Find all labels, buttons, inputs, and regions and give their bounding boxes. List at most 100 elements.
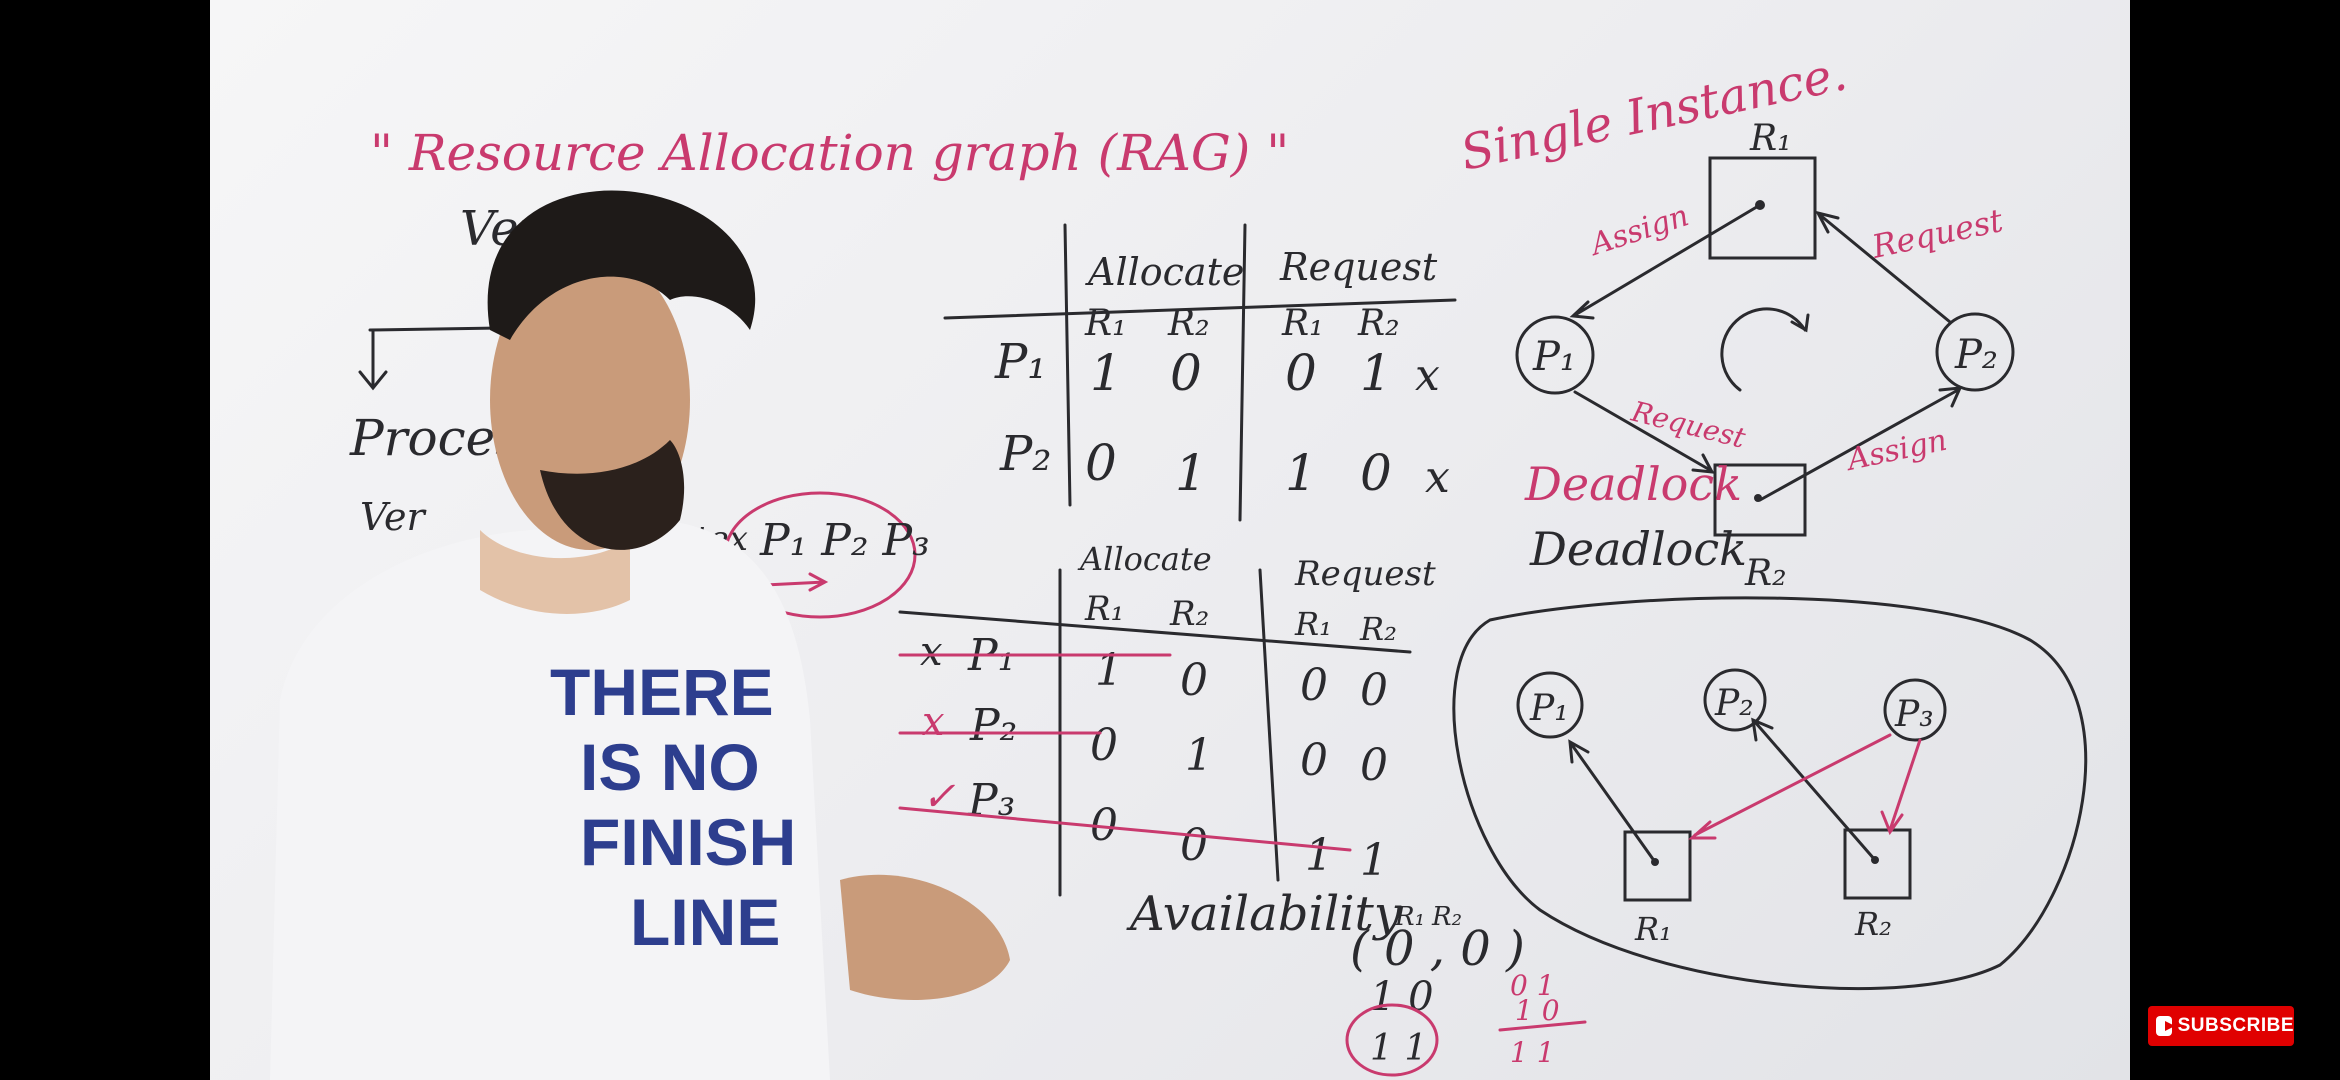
svg-text:1: 1: [1360, 835, 1388, 886]
table2-r1-a: R₁: [1084, 589, 1124, 629]
avail-r1: R₁: [1394, 902, 1425, 932]
side-top: 0 1: [1510, 969, 1555, 1002]
tree-arrow: [358, 328, 388, 391]
svg-text:P₂: P₂: [969, 700, 1017, 751]
svg-text:0: 0: [1180, 655, 1208, 706]
svg-text:1: 1: [1095, 645, 1123, 696]
svg-text:0: 0: [1285, 344, 1317, 402]
single-instance-label: Single Instance.: [1456, 45, 1852, 181]
vertex-fragment-3: tex: [695, 519, 748, 559]
g1-r2-label: R₂: [1744, 553, 1787, 594]
table1-row-p2: P₂ 0 1 1 0 x: [999, 426, 1450, 503]
whiteboard: " Resource Allocation graph (RAG) " Ver …: [210, 0, 2130, 1080]
g1-p1-label: P₁: [1532, 334, 1576, 380]
svg-text:P₂: P₂: [999, 426, 1052, 482]
table2-row-p3: ✓ P₃ 0 0 1 1: [898, 774, 1388, 886]
table2-request: Request: [1294, 554, 1436, 594]
table2-r1-q: R₁: [1294, 605, 1332, 643]
g2-r2-box: [1843, 828, 1912, 900]
g1-r2-box: [1713, 463, 1807, 537]
svg-text:0: 0: [1090, 720, 1118, 771]
svg-text:x: x: [922, 699, 945, 745]
g2-enclosure: [1452, 596, 2088, 991]
avail-values: ( 0 , 0 ): [1350, 921, 1525, 977]
g1-assign2-label: Assign: [1841, 423, 1950, 479]
svg-text:0: 0: [1300, 660, 1328, 711]
g2-p1-label: P₁: [1529, 688, 1569, 729]
g1-p2-label: P₂: [1954, 332, 1998, 378]
svg-text:x: x: [1415, 350, 1440, 401]
g2-r1-box: [1623, 830, 1692, 902]
vertex-fragment: Ver: [460, 201, 545, 257]
g1-cycle-arrow: [1720, 307, 1810, 392]
svg-text:0: 0: [1360, 665, 1388, 716]
g2-p3-r2-request: [1880, 738, 1922, 836]
svg-text:x: x: [920, 629, 943, 675]
svg-text:1: 1: [1285, 444, 1317, 502]
g1-r1-box: [1708, 156, 1817, 260]
g2-p3-r1-request: [1688, 733, 1892, 840]
g2-p1-circle: [1516, 671, 1584, 739]
table1-r1-q: R₁: [1281, 303, 1324, 344]
g1-deadlock-red: Deadlock: [1524, 457, 1742, 511]
table2-r2-a: R₂: [1169, 594, 1209, 634]
table1-r1-a: R₁: [1084, 303, 1127, 344]
avail-r2: R₂: [1431, 902, 1462, 932]
order-text: P₁ P₂ P₃: [759, 515, 930, 566]
g2-r1-label: R₁: [1634, 910, 1672, 948]
table1-r2-a: R₂: [1167, 303, 1210, 344]
youtube-play-icon: [2156, 1016, 2175, 1036]
subscribe-label: SUBSCRIBE: [2177, 1015, 2294, 1036]
table1-allocate: Allocate: [1085, 250, 1244, 294]
order-arrow: [763, 572, 829, 592]
g1-assign2-arrow: [1758, 386, 1963, 502]
table2-r2-q: R₂: [1359, 610, 1397, 648]
svg-text:1: 1: [1185, 730, 1213, 781]
g2-r1-p1-arrow: [1568, 739, 1657, 864]
title-text: " Resource Allocation graph (RAG) ": [370, 124, 1289, 182]
tree-branch: [368, 326, 502, 332]
table2-mid-rule: [1258, 568, 1280, 882]
svg-text:P₁: P₁: [994, 334, 1047, 390]
svg-text:1: 1: [1175, 444, 1207, 502]
subscribe-button[interactable]: SUBSCRIBE: [2148, 1006, 2294, 1046]
g2-p2-circle: [1703, 668, 1767, 732]
svg-text:1: 1: [1090, 344, 1122, 402]
svg-text:0: 0: [1360, 740, 1388, 791]
g2-p3-label: P₃: [1894, 694, 1934, 735]
g2-p2-label: P₂: [1714, 683, 1754, 724]
availability-label: Availability: [1126, 886, 1402, 942]
g1-p2-circle: [1935, 312, 2015, 392]
avail-add: 1 0: [1370, 974, 1434, 1020]
g2-r2-p2-arrow: [1751, 717, 1877, 862]
avail-result-oval: [1345, 1003, 1439, 1077]
svg-text:0: 0: [1300, 735, 1328, 786]
table2-allocate: Allocate: [1077, 540, 1212, 578]
vertex-fragment-2: Ver: [360, 495, 427, 539]
g1-request1-label: Request: [1868, 201, 2006, 266]
g1-request2-arrow: [1573, 390, 1715, 474]
svg-text:1: 1: [1305, 830, 1333, 881]
right-letterbox: [2130, 0, 2340, 1080]
table2-header-rule: [898, 610, 1412, 654]
svg-text:0: 0: [1085, 434, 1117, 492]
side-rule: [1498, 1020, 1587, 1032]
svg-text:x: x: [1425, 452, 1450, 503]
table1-request: Request: [1279, 245, 1438, 289]
table1-row-p1: P₁ 1 0 0 1 x: [994, 334, 1440, 402]
svg-text:1: 1: [1360, 344, 1392, 402]
svg-text:0: 0: [1360, 444, 1392, 502]
side-sum: 1 1: [1510, 1036, 1555, 1069]
table1-mid-rule: [1238, 223, 1247, 522]
avail-sum: 1 1: [1370, 1028, 1427, 1069]
table1-header-rule: [943, 298, 1457, 320]
left-letterbox: [0, 0, 210, 1080]
side-add: 1 0: [1515, 994, 1560, 1027]
g1-assign1-arrow: [1569, 203, 1762, 320]
g2-p3-circle: [1883, 678, 1947, 742]
whiteboard-ink: " Resource Allocation graph (RAG) " Ver …: [349, 45, 2088, 1077]
table1-left-rule: [1063, 223, 1072, 507]
g1-p1-circle: [1515, 315, 1595, 395]
table2-row-p2: x P₂ 0 1 0 0: [898, 699, 1388, 791]
svg-text:0: 0: [1170, 344, 1202, 402]
